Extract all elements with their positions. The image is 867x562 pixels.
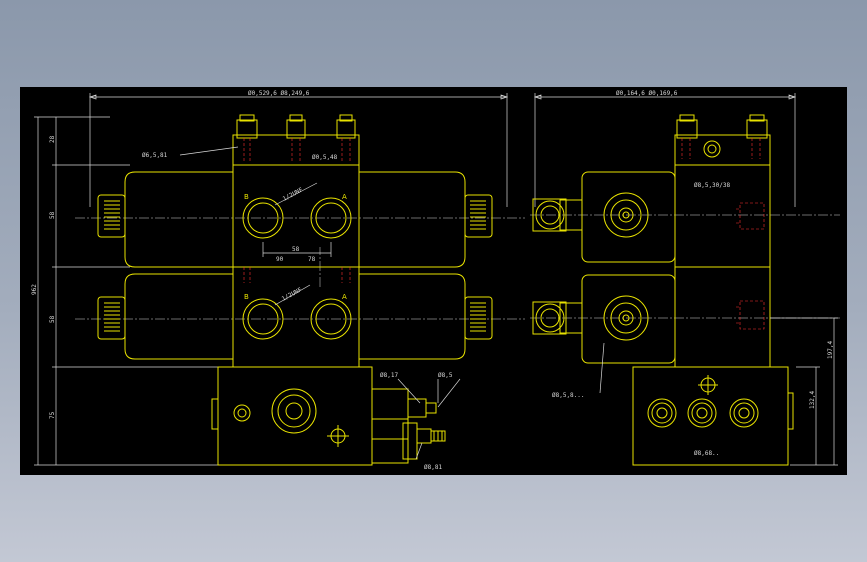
- upper-right-connector: [464, 194, 493, 238]
- side-upper-plug: [559, 199, 583, 231]
- upper-leader-label: Ø6,5,81: [142, 152, 168, 159]
- lower-port-a-label: A: [342, 293, 347, 301]
- seg-2-label: 58: [49, 211, 56, 219]
- seg-1-label: 28: [49, 135, 56, 143]
- side-lower-plug: [559, 302, 583, 334]
- side-h2-label: 132,4: [809, 391, 816, 409]
- lower-valve: B A 1/2UNF: [97, 266, 493, 368]
- upper-port-b: [242, 197, 284, 239]
- left-dimension-chain: 962 28 58 58 75: [31, 116, 220, 466]
- side-width-label: Ø0,164,6 Ø0,169,6: [616, 90, 678, 97]
- cad-viewport[interactable]: Ø0,529,6 Ø8,249,6 Ø0,164,6 Ø0,169,6 962 …: [20, 87, 847, 475]
- top-dimension-front: Ø0,529,6 Ø8,249,6: [88, 90, 509, 207]
- port-spacing-b-label: 78: [308, 256, 316, 263]
- port-spacing-a-label: 90: [276, 256, 284, 263]
- manifold-main-port: [271, 388, 317, 434]
- upper-right-coil: [359, 171, 466, 268]
- seg-3-label: 58: [49, 315, 56, 323]
- side-upper-hidden-port: [736, 202, 765, 230]
- upper-note-label: Ø0,5,48: [312, 154, 338, 161]
- lower-left-coil: [124, 273, 233, 360]
- side-view: Ø8,5,30/38 Ø8,5,8... Ø8,68.. 197,4 132,4: [532, 114, 838, 466]
- base-note-1-label: Ø8,17: [380, 372, 398, 379]
- upper-fittings: [236, 114, 356, 162]
- port-pitch-label: 58: [292, 246, 300, 253]
- base-note-2-label: Ø8,5: [438, 372, 453, 379]
- upper-port-a: [310, 197, 352, 239]
- upper-thread-label: 1/2UNF: [282, 186, 305, 203]
- front-width-label: Ø0,529,6 Ø8,249,6: [248, 90, 310, 97]
- upper-left-coil: [124, 171, 233, 268]
- side-base-note-label: Ø8,68..: [694, 450, 719, 457]
- total-height-label: 962: [31, 284, 38, 295]
- top-dimension-side: Ø0,164,6 Ø0,169,6: [533, 90, 797, 207]
- upper-left-connector: [97, 194, 126, 238]
- lower-thread-label: 1/2UNF: [281, 286, 304, 303]
- seg-4-label: 75: [49, 411, 56, 419]
- upper-port-b-label: B: [244, 193, 249, 201]
- side-note-label: Ø8,5,30/38: [694, 182, 731, 189]
- base-note-3-label: Ø8,81: [424, 464, 442, 471]
- lower-right-connector: [464, 296, 493, 340]
- lower-port-b: [242, 298, 284, 340]
- lower-port-a: [310, 298, 352, 340]
- lower-left-connector: [97, 296, 126, 340]
- side-leader-label: Ø8,5,8...: [552, 392, 585, 399]
- lower-right-coil: [359, 273, 466, 360]
- manifold-plug: [211, 398, 219, 430]
- valve-assembly-drawing: Ø0,529,6 Ø8,249,6 Ø0,164,6 Ø0,169,6 962 …: [31, 90, 840, 471]
- upper-valve: B A 1/2UNF 58 90 78 Ø6,5,81 Ø0,5,48: [97, 114, 493, 268]
- side-lower-hidden-port: [736, 300, 765, 330]
- lower-valve-body: [232, 266, 360, 368]
- upper-port-a-label: A: [342, 193, 347, 201]
- side-valve-body: [674, 134, 771, 368]
- lower-port-b-label: B: [244, 293, 249, 301]
- base-manifold: Ø8,17 Ø8,5 Ø8,81: [211, 366, 461, 471]
- manifold-block: [217, 366, 373, 466]
- side-h1-label: 197,4: [827, 341, 834, 359]
- relief-valve-extension: [371, 388, 446, 464]
